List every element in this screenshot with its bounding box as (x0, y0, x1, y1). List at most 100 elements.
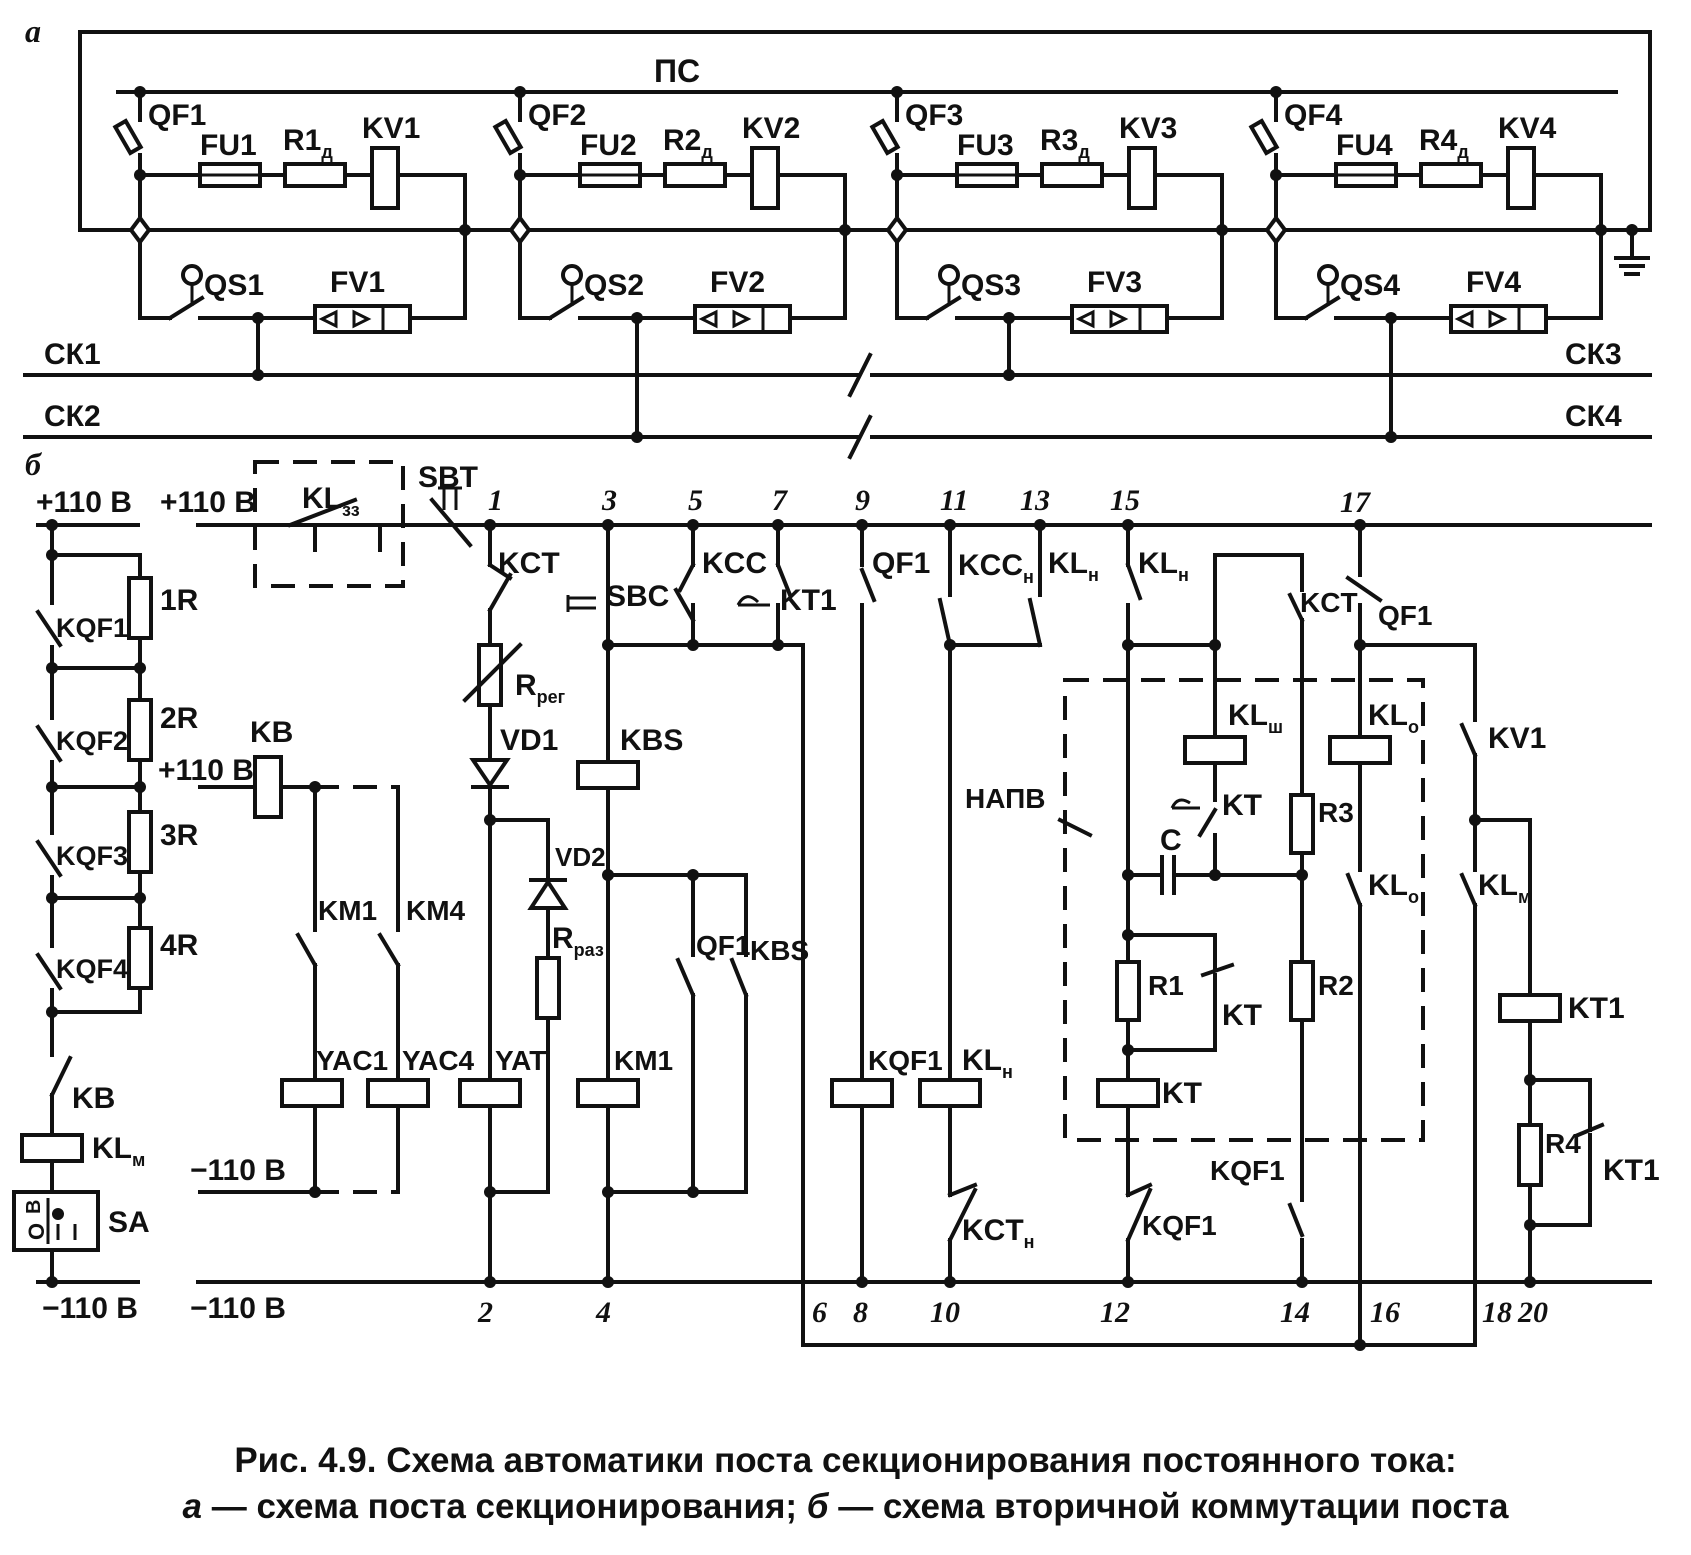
coil-kt (1096, 1078, 1160, 1108)
node-numbers: 1 3 5 7 9 11 13 15 17 2 4 6 8 10 12 14 1… (477, 484, 1548, 1329)
breaker-qf-label: QF3 (905, 99, 963, 132)
resistor-r (1419, 162, 1483, 188)
resistor-r-label: R2д (663, 124, 713, 162)
junction-dot (514, 86, 526, 98)
resistor-rraz (535, 956, 561, 1020)
kl-o2-label: KLо (1368, 869, 1419, 907)
breaker-qf (869, 118, 901, 156)
node-16: 16 (1370, 1296, 1400, 1329)
vd2-label: VD2 (555, 842, 606, 872)
km1-coil-label: KM1 (614, 1045, 673, 1076)
junction-diamond (1264, 214, 1288, 246)
kct17-label: KCT (1300, 587, 1358, 618)
junction-dot (1595, 224, 1607, 236)
junction-diamond (508, 214, 532, 246)
kqf1-bot-b-label: KQF1 (1210, 1155, 1285, 1186)
column-17: KCT QF1 KLо KLо KV1 KLм KT1 (1300, 519, 1660, 1347)
resistor-4r-label: 4R (160, 929, 199, 962)
kln-coil-label: KLн (962, 1044, 1013, 1082)
klzz-label: KLзз (302, 482, 360, 520)
sk4-label: СК4 (1565, 400, 1622, 433)
caption-line-1: Рис. 4.9. Схема автоматики поста секцион… (234, 1441, 1457, 1480)
disconnector-qs-label: QS3 (961, 269, 1021, 302)
disconnector-qs (547, 295, 585, 321)
junction-dot (839, 224, 851, 236)
junction-diamond (885, 214, 909, 246)
sk3-label: СК3 (1565, 338, 1622, 371)
klo-label: KLо (1368, 699, 1419, 737)
figure-caption: Рис. 4.9. Схема автоматики поста секцион… (0, 1438, 1691, 1530)
resistor-1r-label: 1R (160, 584, 199, 617)
junction-dot (891, 169, 903, 181)
surge-arrester-fv-arrows (1454, 309, 1508, 329)
breaker-qf (492, 118, 524, 156)
sk2-label: СК2 (44, 400, 101, 433)
node-2: 2 (477, 1296, 493, 1329)
junction-dot (1354, 1339, 1366, 1351)
node-20: 20 (1517, 1296, 1548, 1329)
breaker-qf (1248, 118, 1280, 156)
relay-kv-label: KV4 (1498, 112, 1557, 145)
contact-kqf2-label: KQF2 (56, 726, 128, 756)
volt-plus-kb: +110 В (158, 754, 254, 787)
section-gap-1 (847, 352, 873, 398)
column-15-apv: KLн KLн НАПВ KLш KT (965, 519, 1425, 1288)
panel-letter-a: а (25, 13, 41, 49)
coil-kb (253, 755, 283, 819)
kqf1-coil-label: KQF1 (868, 1045, 943, 1076)
disconnector-qs-label: QS4 (1340, 269, 1400, 302)
disconnector-qs-handle (938, 264, 960, 286)
coil-yac4 (366, 1078, 430, 1108)
relay-kv-label: KV1 (362, 112, 420, 145)
kqf1-bot-a-label: KQF1 (1142, 1210, 1217, 1241)
kt-a-label: KT (1222, 789, 1262, 822)
resistor-r4 (1517, 1123, 1543, 1187)
fuse-fu-label: FU4 (1336, 129, 1393, 162)
coil-yac1-label: YAC1 (316, 1045, 388, 1076)
breaker-qf-label: QF2 (528, 99, 586, 132)
node-13: 13 (1020, 484, 1050, 517)
disconnector-qs-handle (1317, 264, 1339, 286)
switch-sa[interactable] (12, 1190, 100, 1252)
junction-dot (252, 369, 264, 381)
contact-kqf4-label: KQF4 (56, 954, 128, 984)
junction-dot (1270, 86, 1282, 98)
volt-plus-2: +110 В (160, 486, 256, 519)
fuse-fu-label: FU2 (580, 129, 637, 162)
junction-dot (631, 431, 643, 443)
panel-letter-b: б (25, 446, 43, 482)
volt-minus-left: −110 В (42, 1292, 138, 1325)
node-8: 8 (853, 1296, 868, 1329)
qf1-contact-label: QF1 (696, 930, 750, 961)
relay-kv (750, 146, 780, 210)
kv1-contact-label: KV1 (1488, 722, 1546, 755)
coil-klm-label: KLм (92, 1132, 145, 1170)
diagram-b: б +110 В +110 В −110 В −110 В (12, 446, 1660, 1351)
junction-dot (1385, 431, 1397, 443)
resistor-4r (127, 926, 153, 990)
coil-km1 (576, 1078, 640, 1108)
frame-a (78, 30, 1652, 232)
node-6: 6 (812, 1296, 827, 1329)
surge-arrester-fv-label: FV3 (1087, 266, 1142, 299)
kb-yac-circuit: +110 В KB KM1 KM4 YAC1 YAC4 −110 В (158, 716, 475, 1198)
relay-kv-label: KV3 (1119, 112, 1177, 145)
resistor-r1 (1115, 960, 1141, 1022)
junction-dot (134, 169, 146, 181)
coil-klsh (1183, 735, 1247, 765)
qf1-top-label: QF1 (872, 547, 930, 580)
surge-arrester-fv (1070, 304, 1169, 334)
diode-vd2 (527, 878, 569, 910)
column-1-2: KCT Rрег VD1 VD2 Rраз YAT (458, 519, 606, 1288)
caption-a: а (182, 1487, 203, 1526)
surge-arrester-fv (1449, 304, 1548, 334)
klsh-label: KLш (1228, 699, 1283, 737)
volt-minus-yac: −110 В (190, 1154, 286, 1187)
node-3: 3 (601, 484, 617, 517)
disconnector-qs-label: QS1 (204, 269, 264, 302)
node-5: 5 (688, 484, 703, 517)
c-label: C (1160, 824, 1182, 857)
